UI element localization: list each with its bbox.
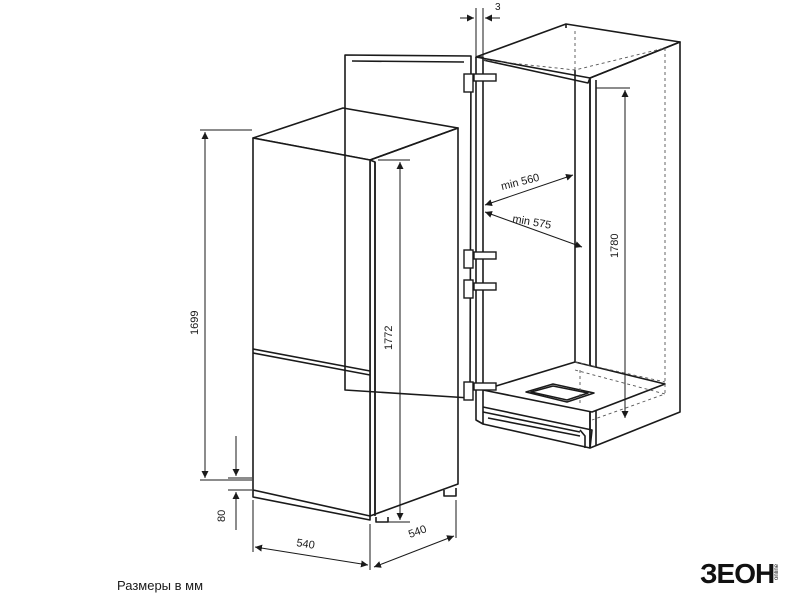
dim-clearance-label: 80 (216, 510, 228, 522)
cabinet-top (475, 23, 681, 79)
dim-hinge-gap-label: 3 (495, 2, 501, 13)
fridge-dimension-lines (200, 129, 457, 570)
brand-subtitle: online (774, 564, 780, 581)
dim-total-height-label: 1699 (189, 311, 201, 335)
niche-dimension-lines (460, 8, 630, 418)
fridge-front-face (252, 137, 371, 517)
hinge-top (463, 73, 474, 93)
fridge-foot-front (252, 490, 371, 521)
fridge-side-face (369, 127, 459, 517)
units-caption: Размеры в мм (117, 578, 204, 593)
dim-niche-height-label: 1780 (609, 234, 621, 258)
cabinet-plinth (482, 406, 593, 449)
fridge-door-divider (252, 348, 371, 372)
fridge-unit (252, 107, 459, 523)
dim-body-height-label: 1772 (383, 326, 395, 350)
cabinet-unit (344, 23, 681, 449)
brand-name: ЗЕОН (700, 558, 775, 589)
cabinet-floor (482, 361, 666, 413)
dim-niche-width-label: min 560 (500, 172, 541, 193)
hinges (463, 73, 497, 401)
hinge-middle-2 (463, 279, 474, 299)
hinge-middle-1 (463, 249, 474, 269)
dim-width-label: 540 (296, 537, 316, 552)
brand-logo: ЗЕОН online (700, 556, 790, 592)
dim-depth-label: 540 (407, 523, 428, 541)
cabinet-front-edge (475, 56, 484, 425)
niche-hidden-lines (482, 28, 667, 421)
hinge-bottom (463, 381, 474, 401)
